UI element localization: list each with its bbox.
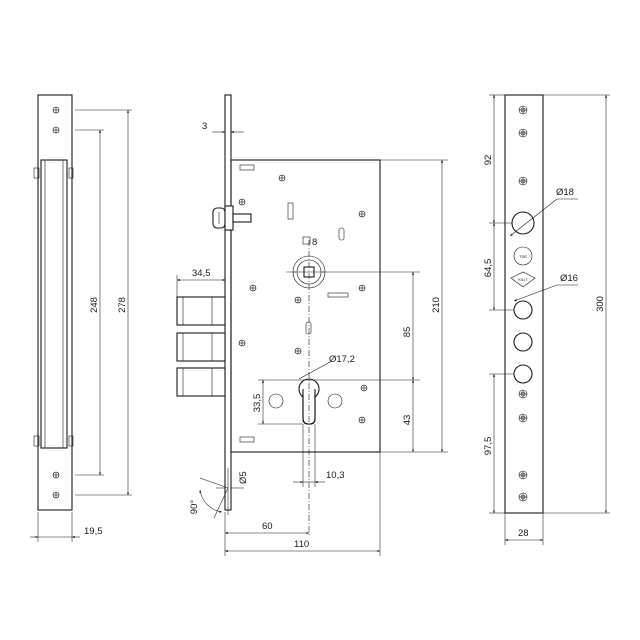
dim-8: 8 bbox=[312, 237, 317, 248]
dim-28: 28 bbox=[518, 528, 529, 539]
cylinder-cutout bbox=[268, 378, 343, 425]
dim-248: 248 bbox=[89, 297, 100, 313]
faceplate-outline bbox=[504, 94, 544, 514]
dim-90-deg: 90° bbox=[189, 500, 200, 515]
tse-logo: TSE bbox=[513, 246, 533, 266]
dim-d17-2: Ø17,2 bbox=[329, 354, 355, 365]
dead-bolts bbox=[176, 296, 226, 397]
side-faceplate bbox=[224, 94, 232, 511]
front-plate-recess bbox=[40, 159, 68, 449]
dim-110: 110 bbox=[294, 539, 309, 550]
faceplate-screws bbox=[518, 105, 528, 502]
hole-d16-1 bbox=[513, 300, 533, 320]
front-plate-screw-holes bbox=[52, 106, 60, 499]
brand-logo: KILIT bbox=[510, 271, 536, 288]
dim-85: 85 bbox=[402, 327, 413, 338]
svg-text:TSE: TSE bbox=[519, 254, 527, 259]
dim-33-5: 33,5 bbox=[252, 394, 263, 413]
dim-97-5: 97,5 bbox=[483, 437, 494, 456]
dim-34-5: 34,5 bbox=[192, 268, 211, 279]
dim-64-5: 64,5 bbox=[483, 259, 494, 278]
dim-210: 210 bbox=[431, 297, 442, 313]
dim-19-5: 19,5 bbox=[84, 526, 103, 537]
faceplate-view: TSE KILIT 92 64,5 97,5 Ø18 Ø16 300 bbox=[483, 94, 610, 545]
front-plate-view: 248 278 19,5 bbox=[30, 94, 132, 542]
dim-278: 278 bbox=[117, 297, 128, 313]
hole-d18 bbox=[511, 211, 535, 235]
dim-10-3: 10,3 bbox=[326, 470, 345, 481]
dim-92: 92 bbox=[483, 155, 494, 166]
latch-bolt bbox=[212, 205, 252, 231]
front-plate-outline bbox=[37, 94, 73, 511]
hole-d16-2 bbox=[513, 332, 533, 352]
svg-text:KILIT: KILIT bbox=[518, 277, 528, 282]
lock-case bbox=[230, 159, 381, 453]
dim-300: 300 bbox=[595, 296, 606, 312]
hole-d16-3 bbox=[513, 364, 533, 384]
dim-3: 3 bbox=[202, 121, 207, 132]
lock-body-view: 3 34,5 8 bbox=[176, 94, 448, 556]
dim-d18: Ø18 bbox=[556, 187, 574, 198]
dim-60: 60 bbox=[262, 521, 273, 532]
dim-43: 43 bbox=[402, 415, 413, 426]
dim-d16: Ø16 bbox=[560, 273, 578, 284]
dim-d5: Ø5 bbox=[238, 471, 249, 484]
